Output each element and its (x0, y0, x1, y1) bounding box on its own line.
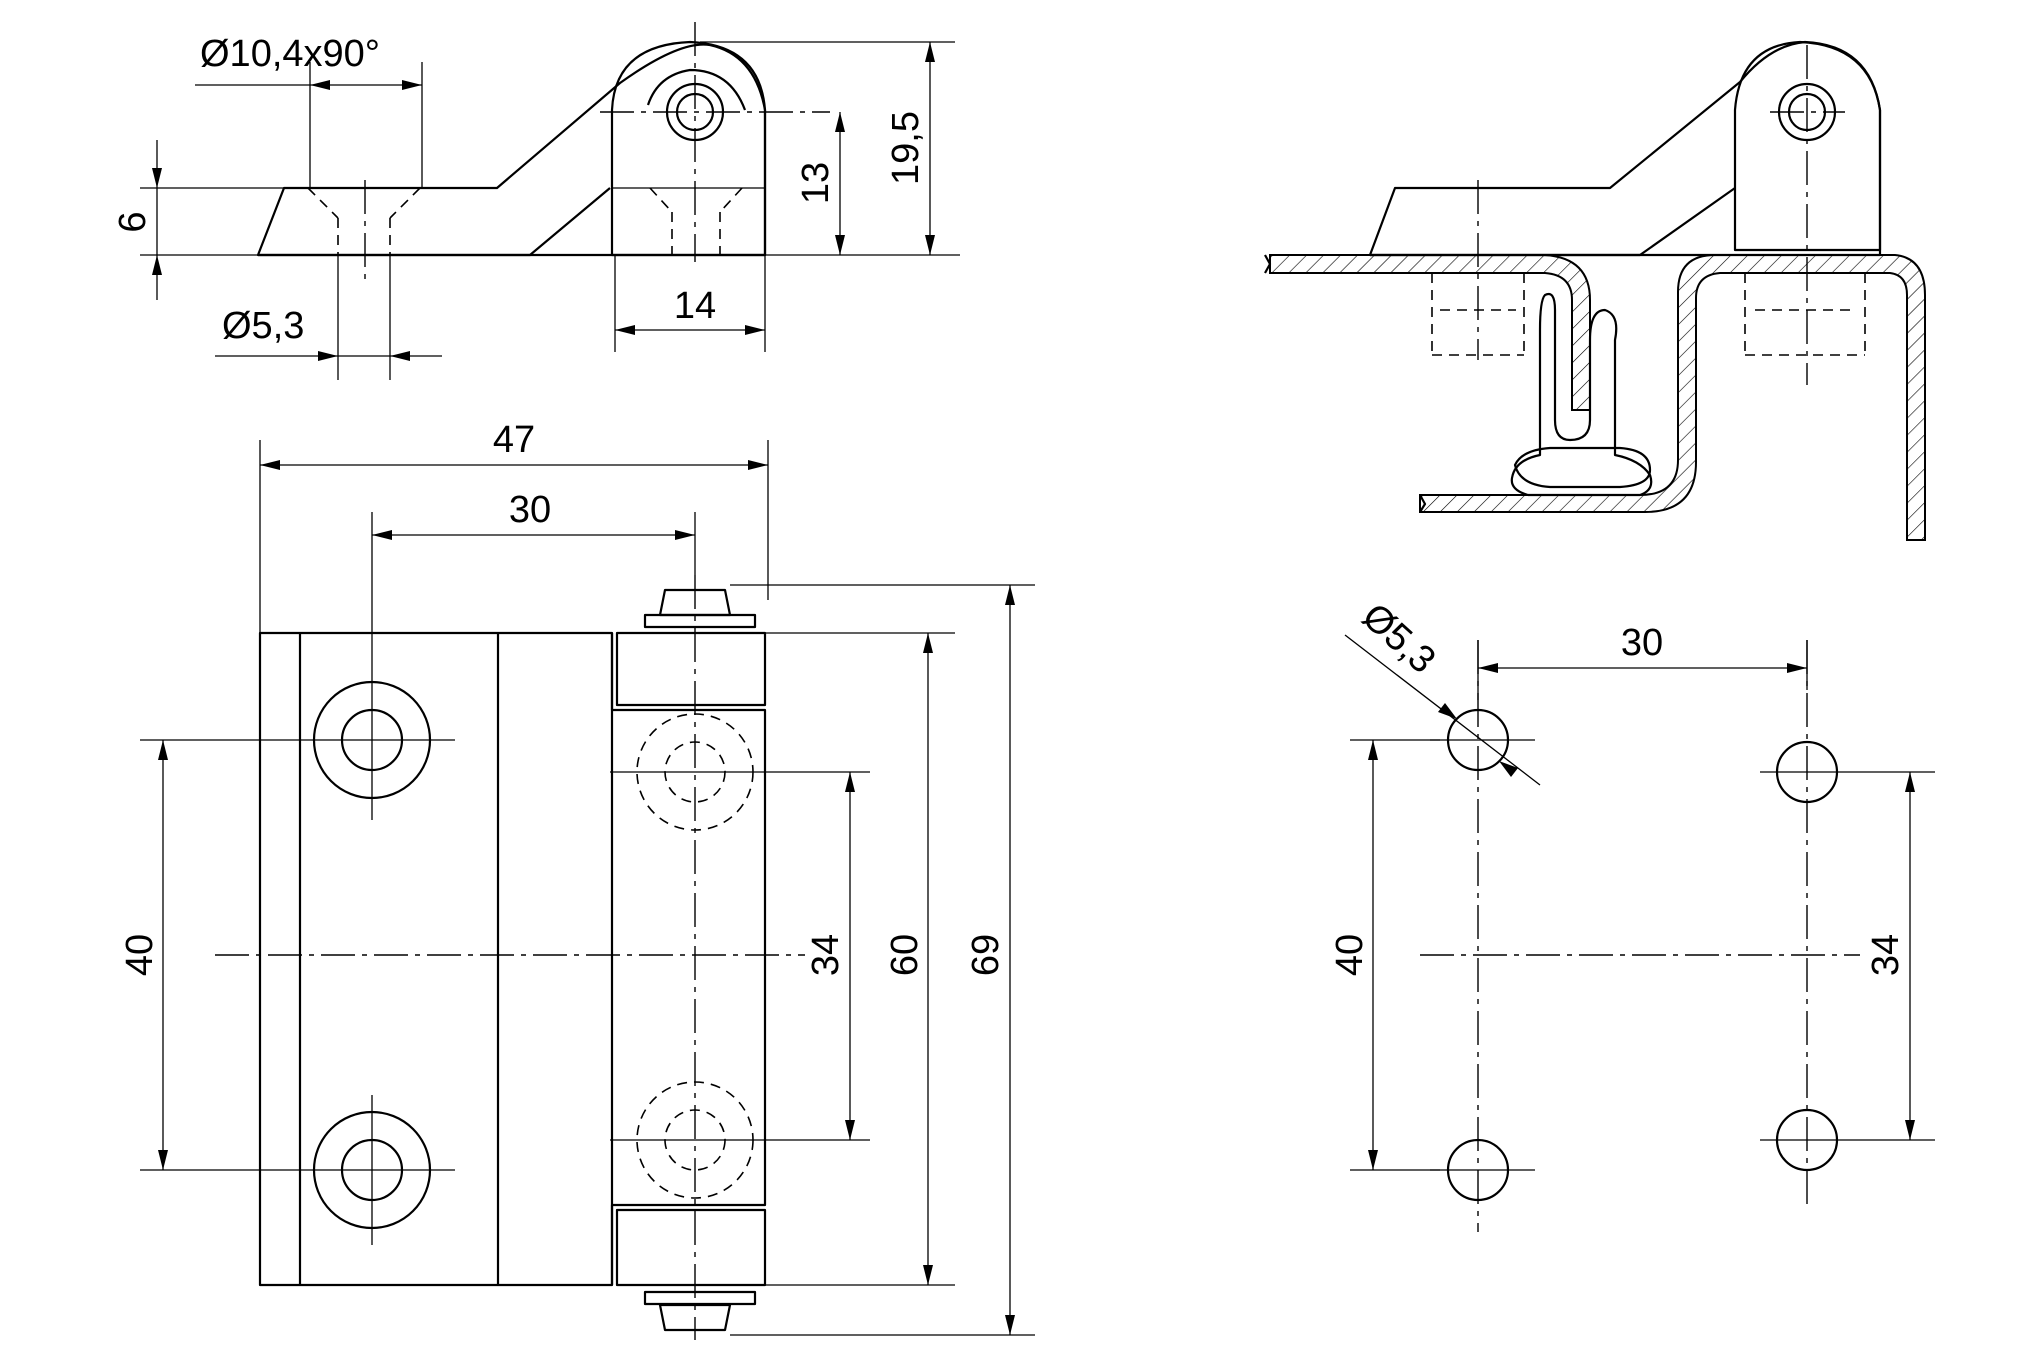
dim-knuckle-length: 60 (884, 934, 926, 976)
dim-overall-width: 47 (493, 419, 535, 461)
dim-knuckle-width: 14 (674, 285, 716, 327)
dim-pattern-left-pitch: 40 (1329, 934, 1371, 976)
dim-hole-offset: 30 (509, 489, 551, 531)
dim-pattern-hole: Ø5,3 (1354, 595, 1443, 681)
dim-through-hole: Ø5,3 (222, 305, 304, 347)
hole-pattern (1420, 640, 1935, 1232)
dim-countersink: Ø10,4x90° (200, 33, 380, 75)
front-view (215, 575, 870, 1340)
dim-leaf-hole-pitch: 40 (119, 934, 161, 976)
hole-pattern-dimensions: Ø5,3 30 40 34 (1329, 595, 1915, 1171)
side-view-dimensions: Ø10,4x90° Ø5,3 6 14 13 19,5 (112, 33, 960, 380)
dim-knuckle-hole-pitch: 34 (805, 934, 847, 976)
dim-pattern-right-pitch: 34 (1865, 934, 1907, 976)
dim-pin-height: 13 (795, 162, 837, 204)
dim-pattern-spacing: 30 (1621, 622, 1663, 664)
dim-overall-length: 69 (965, 934, 1007, 976)
front-view-dimensions: 47 30 40 34 60 69 (119, 419, 1035, 1336)
dim-base-thickness: 6 (112, 211, 154, 232)
installed-section (1264, 40, 1926, 541)
side-view (256, 22, 830, 285)
dim-overall-height: 19,5 (885, 111, 927, 185)
